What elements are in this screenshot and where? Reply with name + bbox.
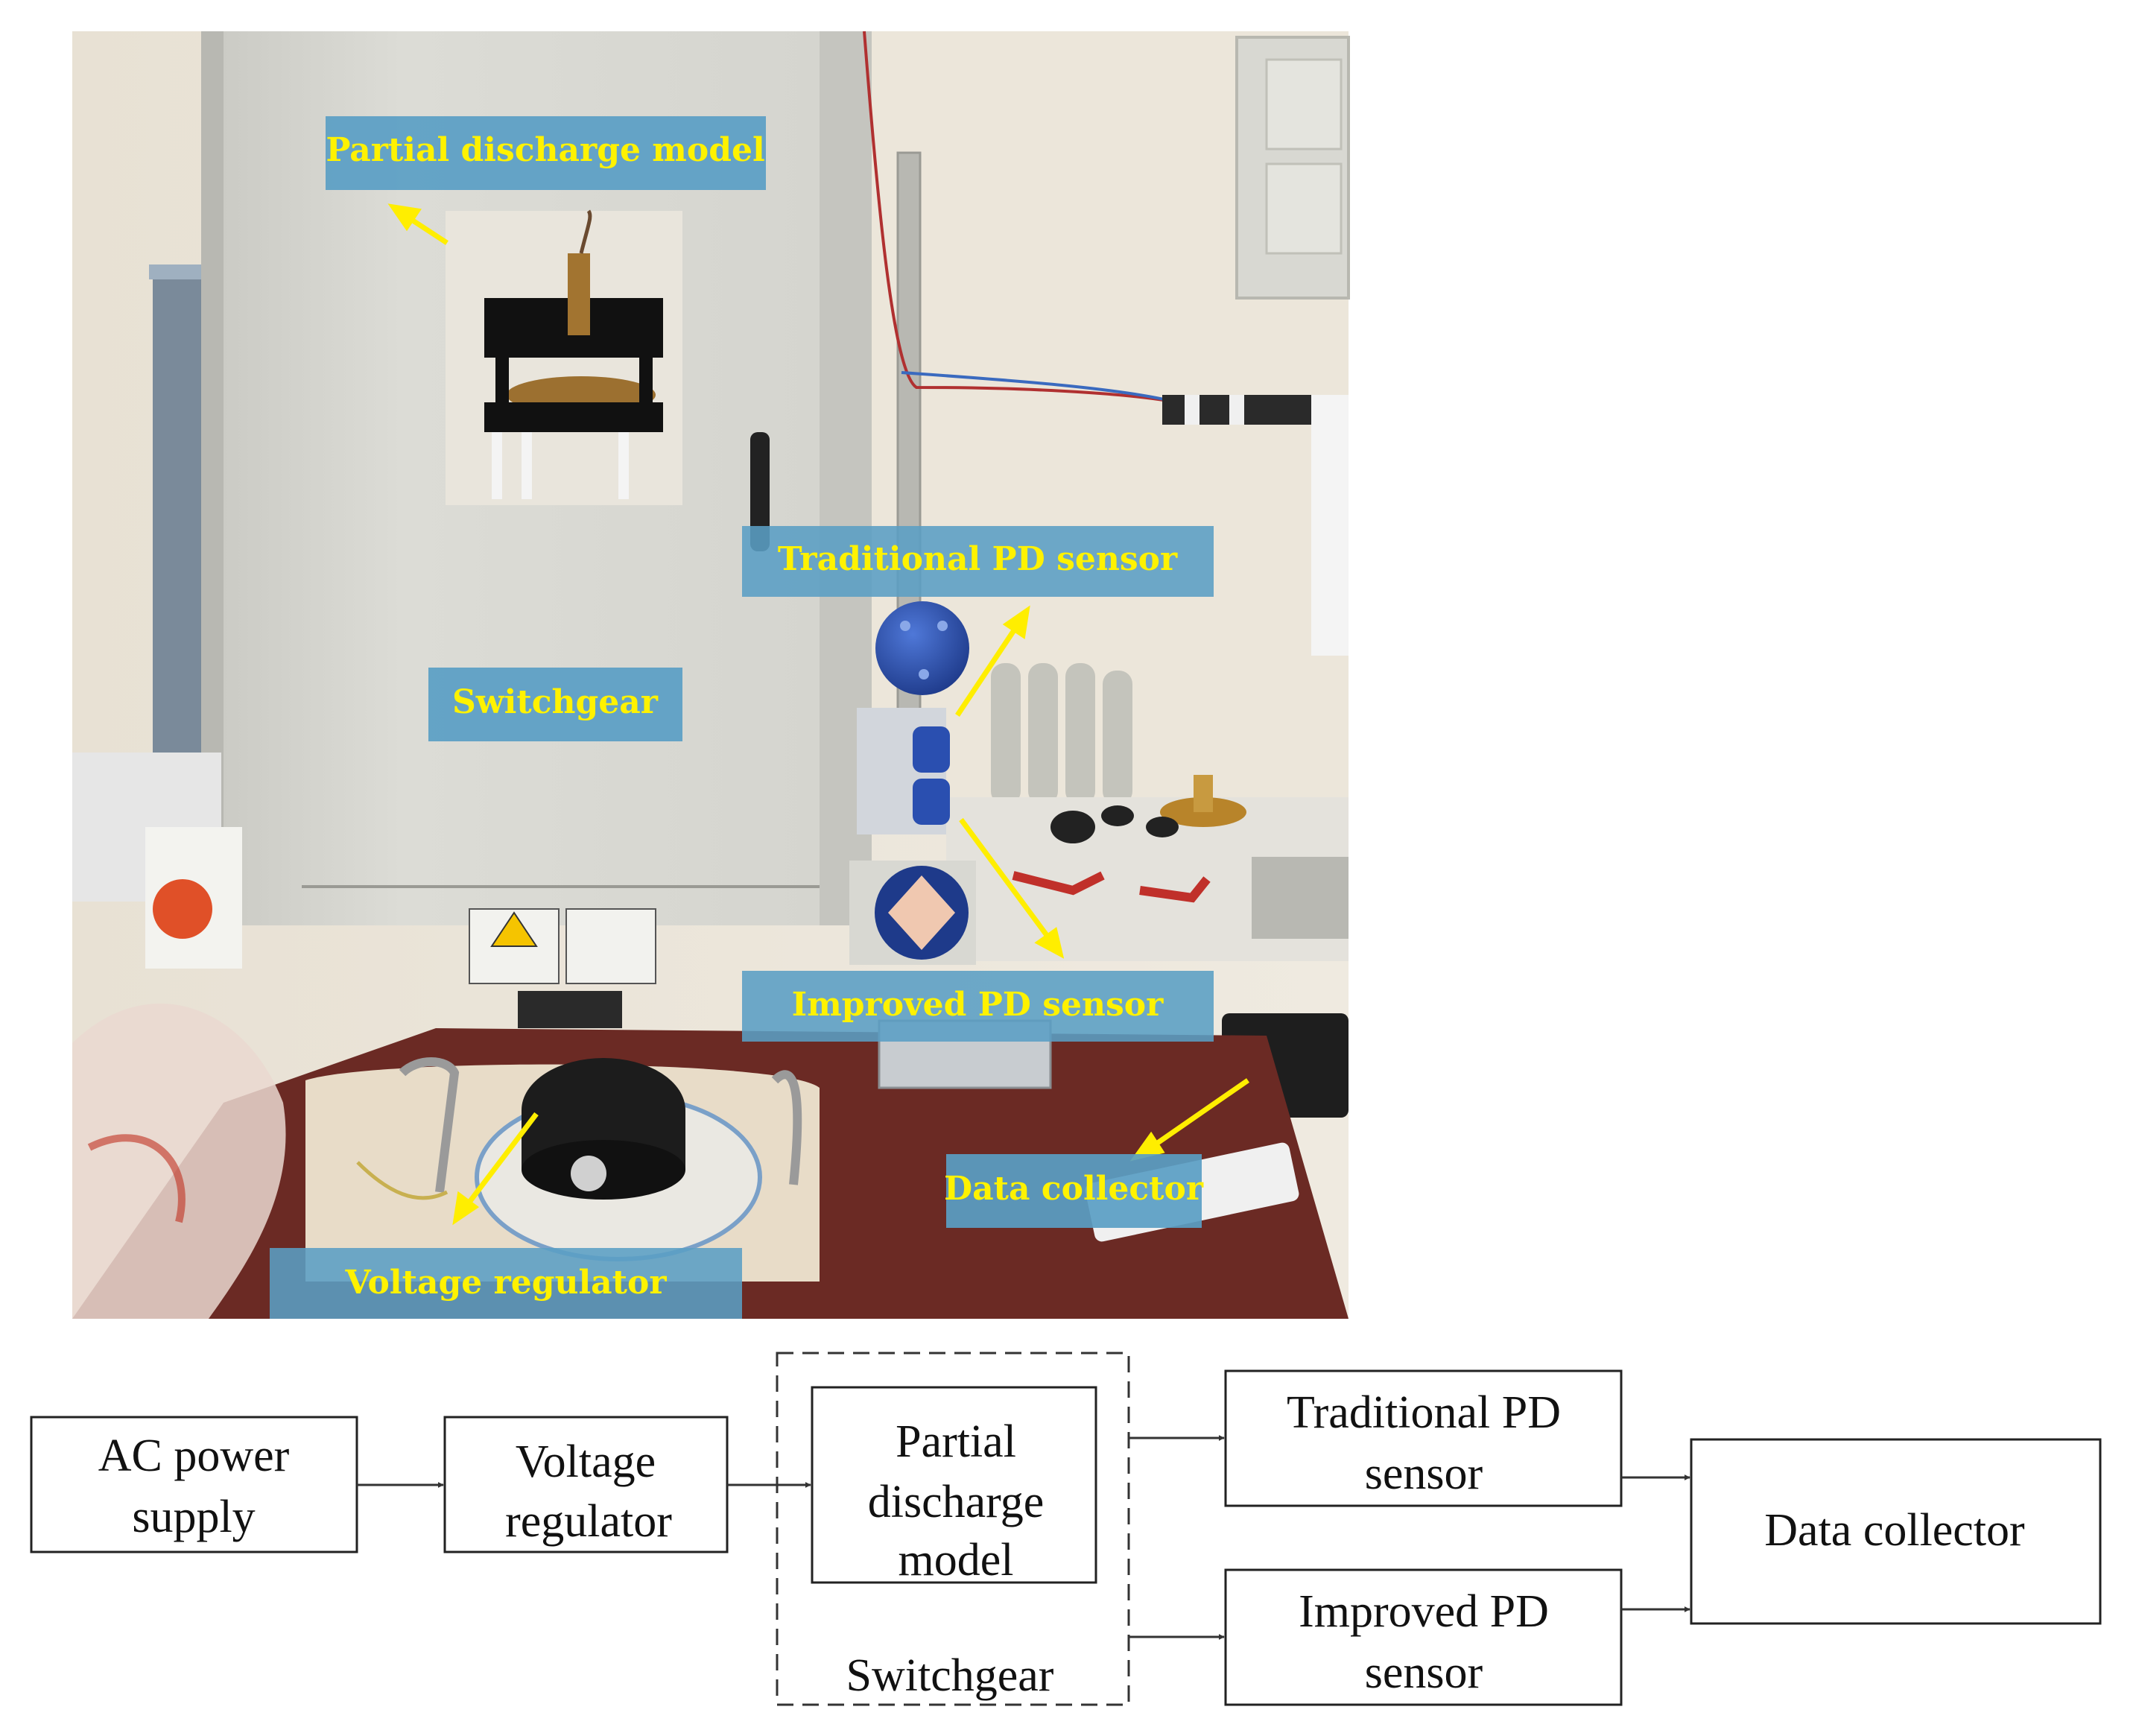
abb-sign	[565, 908, 656, 984]
partial-discharge-model-line3: model	[899, 1535, 1014, 1585]
improved-pd-sensor-line2: sensor	[1365, 1647, 1483, 1698]
diagram-connectors	[357, 1435, 1690, 1640]
label-voltage-regulator: Voltage regulator	[270, 1248, 742, 1319]
improved-pd-sensor-box: Improved PD sensor	[1224, 1568, 1623, 1706]
photo-arrows	[387, 203, 1249, 1226]
ac-power-supply-line2: supply	[132, 1492, 255, 1542]
traditional-sensor-dome-icon	[875, 601, 969, 695]
partial-discharge-model-box: Partial discharge model	[811, 1386, 1097, 1585]
partial-discharge-model-line1: Partial	[896, 1416, 1016, 1467]
ac-power-supply-box: AC power supply	[30, 1416, 358, 1553]
label-partial-discharge-model: Partial discharge model	[326, 116, 766, 190]
switchgear-caption: Switchgear	[846, 1650, 1054, 1701]
label-improved-pd-sensor-text: Improved PD sensor	[792, 986, 1164, 1024]
voltage-regulator-device	[305, 1057, 820, 1282]
mounted-sensor-top	[913, 726, 950, 773]
improved-pd-sensor-line1: Improved PD	[1299, 1586, 1549, 1637]
lab-photo: Partial discharge model Traditional PD s…	[72, 31, 1350, 1319]
voltage-regulator-line2: regulator	[505, 1496, 672, 1547]
mounted-sensor-bottom	[913, 779, 950, 825]
label-data-collector: Data collector	[944, 1154, 1204, 1228]
switchgear-dashed-border	[776, 1352, 1130, 1706]
data-collector-box: Data collector	[1690, 1438, 2102, 1625]
label-partial-discharge-model-text: Partial discharge model	[326, 131, 764, 169]
label-improved-pd-sensor: Improved PD sensor	[742, 971, 1214, 1042]
door-handle	[750, 432, 770, 551]
label-switchgear: Switchgear	[428, 668, 682, 741]
voltage-regulator-line1: Voltage	[516, 1436, 656, 1487]
partial-discharge-model-line2: discharge	[868, 1477, 1044, 1527]
traditional-pd-sensor-box: Traditional PD sensor	[1224, 1369, 1623, 1507]
data-collector-label: Data collector	[1764, 1505, 2025, 1556]
radiator	[991, 663, 1132, 805]
traditional-pd-sensor-line2: sensor	[1365, 1448, 1483, 1499]
traditional-pd-sensor-line1: Traditional PD	[1287, 1387, 1561, 1438]
voltage-regulator-box: Voltage regulator	[443, 1416, 729, 1553]
label-data-collector-text: Data collector	[944, 1170, 1204, 1208]
ac-power-supply-line1: AC power	[98, 1431, 290, 1481]
label-traditional-pd-sensor-text: Traditional PD sensor	[778, 540, 1178, 578]
pd-model-inset-photo	[446, 209, 682, 505]
label-switchgear-text: Switchgear	[452, 683, 659, 721]
block-diagram: AC power supply Voltage regulator Switch…	[30, 1352, 2102, 1706]
label-voltage-regulator-text: Voltage regulator	[344, 1264, 667, 1302]
label-traditional-pd-sensor: Traditional PD sensor	[742, 526, 1214, 597]
